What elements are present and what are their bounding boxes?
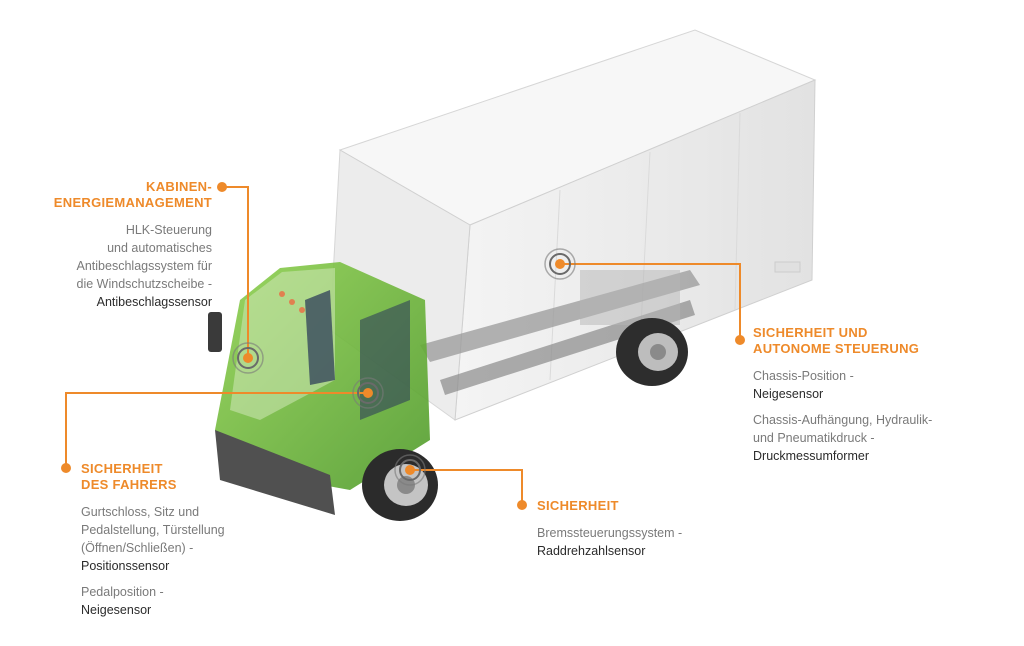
leader-lines xyxy=(65,186,741,505)
leader-line-safety xyxy=(410,469,523,505)
leader-line-driver xyxy=(65,392,368,468)
callout-safety: SICHERHEIT Bremssteuerungssystem - Raddr… xyxy=(537,498,737,568)
callout-safety-sensor: Raddrehzahlsensor xyxy=(537,544,646,558)
rear-wheel xyxy=(616,318,688,386)
sensor-marker-windshield xyxy=(232,342,264,374)
callout-autonomous-item: Chassis-Position - Neigesensor xyxy=(753,369,854,401)
callout-autonomous-title: SICHERHEIT UND AUTONOME STEUERUNG xyxy=(753,325,920,356)
callout-cabin-title: KABINEN- ENERGIEMANAGEMENT xyxy=(53,179,212,210)
leader-line-autonomous xyxy=(560,263,741,340)
callout-cabin-energy: KABINEN- ENERGIEMANAGEMENT HLK-Steuerung… xyxy=(0,179,212,319)
callout-driver-safety: SICHERHEIT DES FAHRERS Gurtschloss, Sitz… xyxy=(81,461,281,627)
callout-dots xyxy=(61,182,745,510)
callout-autonomous: SICHERHEIT UND AUTONOME STEUERUNG Chassi… xyxy=(753,325,1003,473)
sensor-marker-chassis xyxy=(544,248,576,280)
sensor-marker-wheel xyxy=(394,454,426,486)
callout-cabin-desc: HLK-Steuerung und automatisches Antibesc… xyxy=(76,223,212,291)
chassis-frame xyxy=(420,270,700,395)
callout-safety-title: SICHERHEIT xyxy=(537,498,619,513)
callout-driver-item: Gurtschloss, Sitz und Pedalstellung, Tür… xyxy=(81,505,225,573)
sensor-marker-seat xyxy=(352,377,384,409)
callout-cabin-sensor: Antibeschlagssensor xyxy=(96,295,212,309)
leader-line-cabin xyxy=(222,186,249,358)
truck-cab xyxy=(208,262,430,515)
callout-driver-item: Pedalposition - Neigesensor xyxy=(81,585,164,617)
callout-safety-desc: Bremssteuerungssystem - xyxy=(537,526,683,540)
callout-autonomous-item: Chassis-Aufhängung, Hydraulik- und Pneum… xyxy=(753,413,933,463)
callout-driver-title: SICHERHEIT DES FAHRERS xyxy=(81,461,177,492)
